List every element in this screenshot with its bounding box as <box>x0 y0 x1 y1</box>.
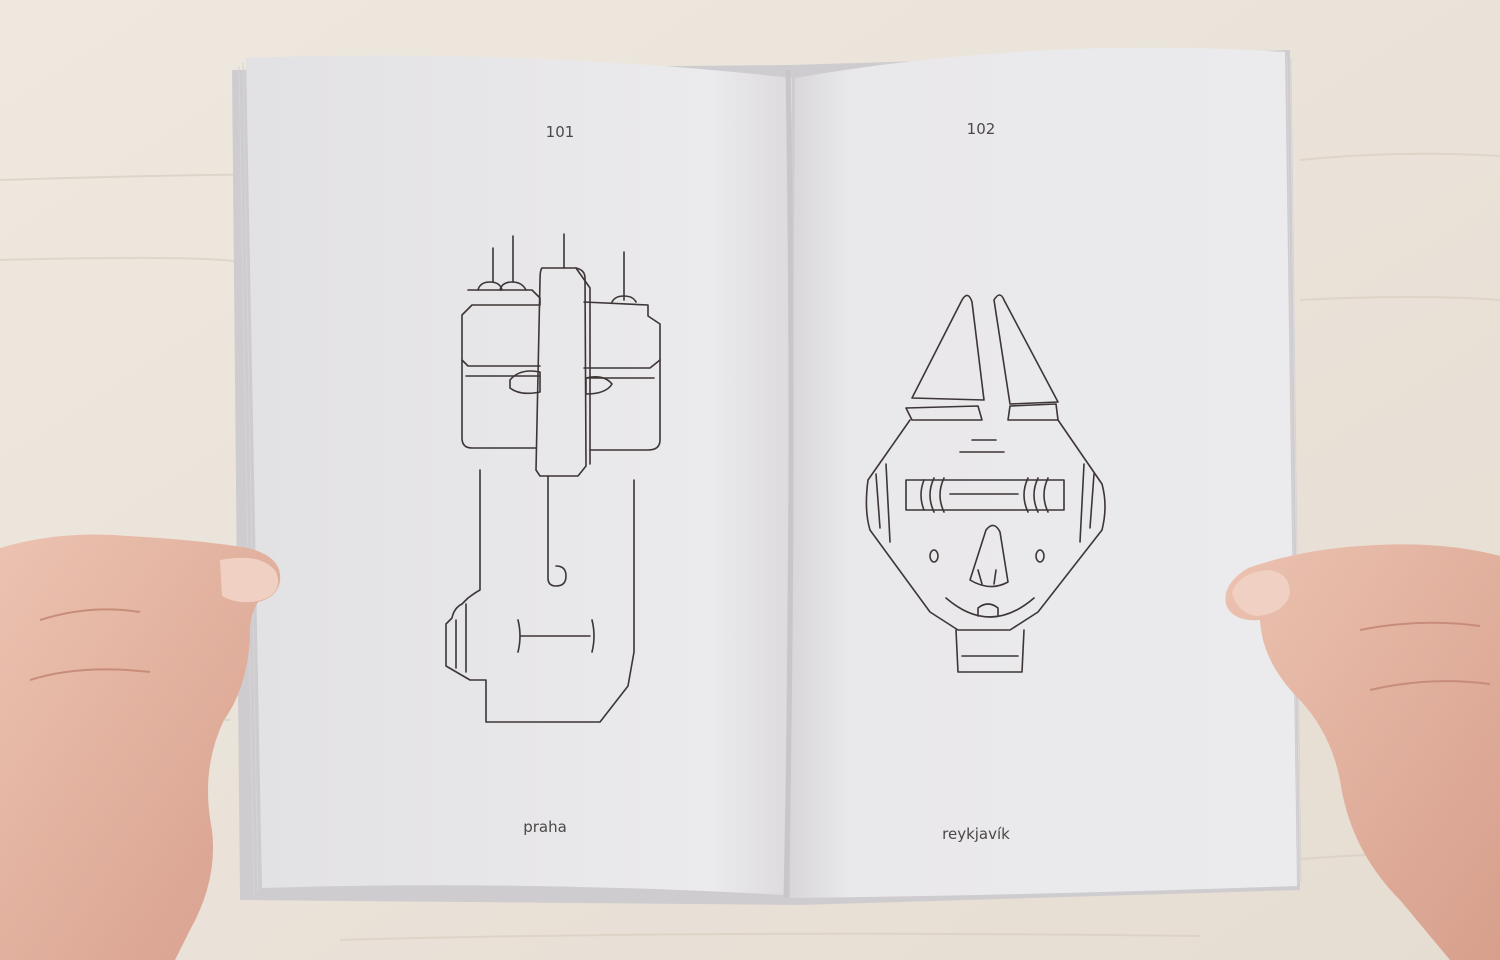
left-page <box>246 55 792 895</box>
gutter <box>783 69 794 899</box>
reykjavik-illustration <box>865 294 1106 673</box>
left-hand <box>0 534 281 960</box>
page-stack-lines <box>238 55 1302 897</box>
right-page <box>790 47 1297 899</box>
praha-illustration <box>445 233 661 723</box>
right-page-caption: reykjavík <box>942 825 1010 843</box>
left-page-caption: praha <box>523 818 567 836</box>
right-page-number: 102 <box>966 120 996 138</box>
right-hand <box>1225 544 1500 960</box>
left-page-number: 101 <box>545 123 575 141</box>
